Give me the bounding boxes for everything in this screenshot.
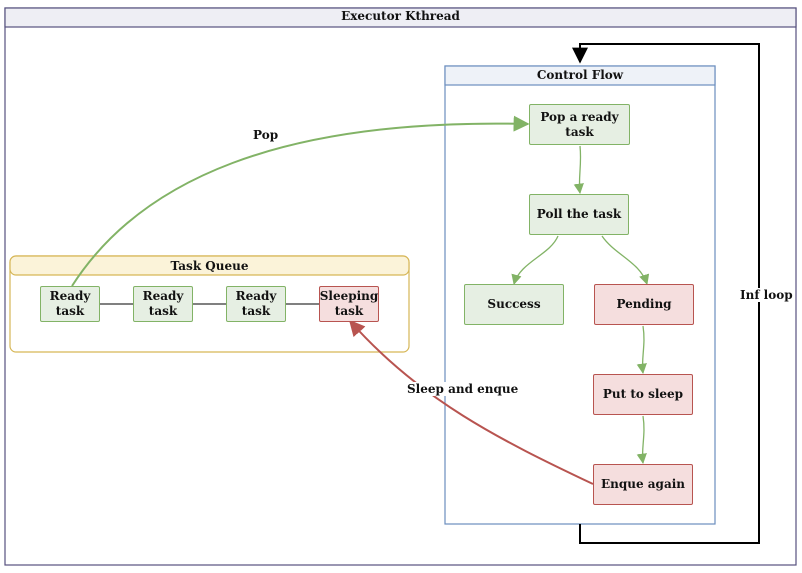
- control-flow-title: Control Flow: [536, 68, 624, 82]
- executor-title: Executor Kthread: [341, 9, 460, 23]
- queue-ready-task-1: Ready task: [40, 286, 100, 322]
- queue-ready-task-2: Ready task: [133, 286, 193, 322]
- task-queue-title: Task Queue: [170, 259, 249, 273]
- sleep-enque-edge: [348, 319, 594, 485]
- pop-edge: [71, 115, 530, 287]
- poll-to-pending-edge: [601, 235, 650, 285]
- executor-header: [4, 7, 797, 28]
- inf-loop-edge-label: Inf loop: [740, 288, 793, 302]
- put-to-sleep-node: Put to sleep: [593, 374, 693, 415]
- pending-node: Pending: [594, 284, 694, 325]
- pending-to-sleep-edge: [636, 325, 647, 375]
- pop-edge-label: Pop: [253, 128, 279, 142]
- sleep-enque-edge-label: Sleep and enque: [407, 382, 519, 396]
- queue-ready-task-3: Ready task: [226, 286, 286, 322]
- control-flow-header: [444, 65, 716, 86]
- success-node: Success: [464, 284, 564, 325]
- poll-to-success-edge: [511, 235, 559, 286]
- queue-sleeping-task: Sleeping task: [319, 286, 379, 322]
- pop-ready-task-node: Pop a ready task: [529, 104, 630, 145]
- poll-task-node: Poll the task: [529, 194, 629, 235]
- sleep-to-enque-edge: [636, 415, 647, 465]
- pop-to-poll-edge: [573, 145, 584, 195]
- enque-again-node: Enque again: [593, 464, 693, 505]
- task-queue-header: [9, 255, 410, 276]
